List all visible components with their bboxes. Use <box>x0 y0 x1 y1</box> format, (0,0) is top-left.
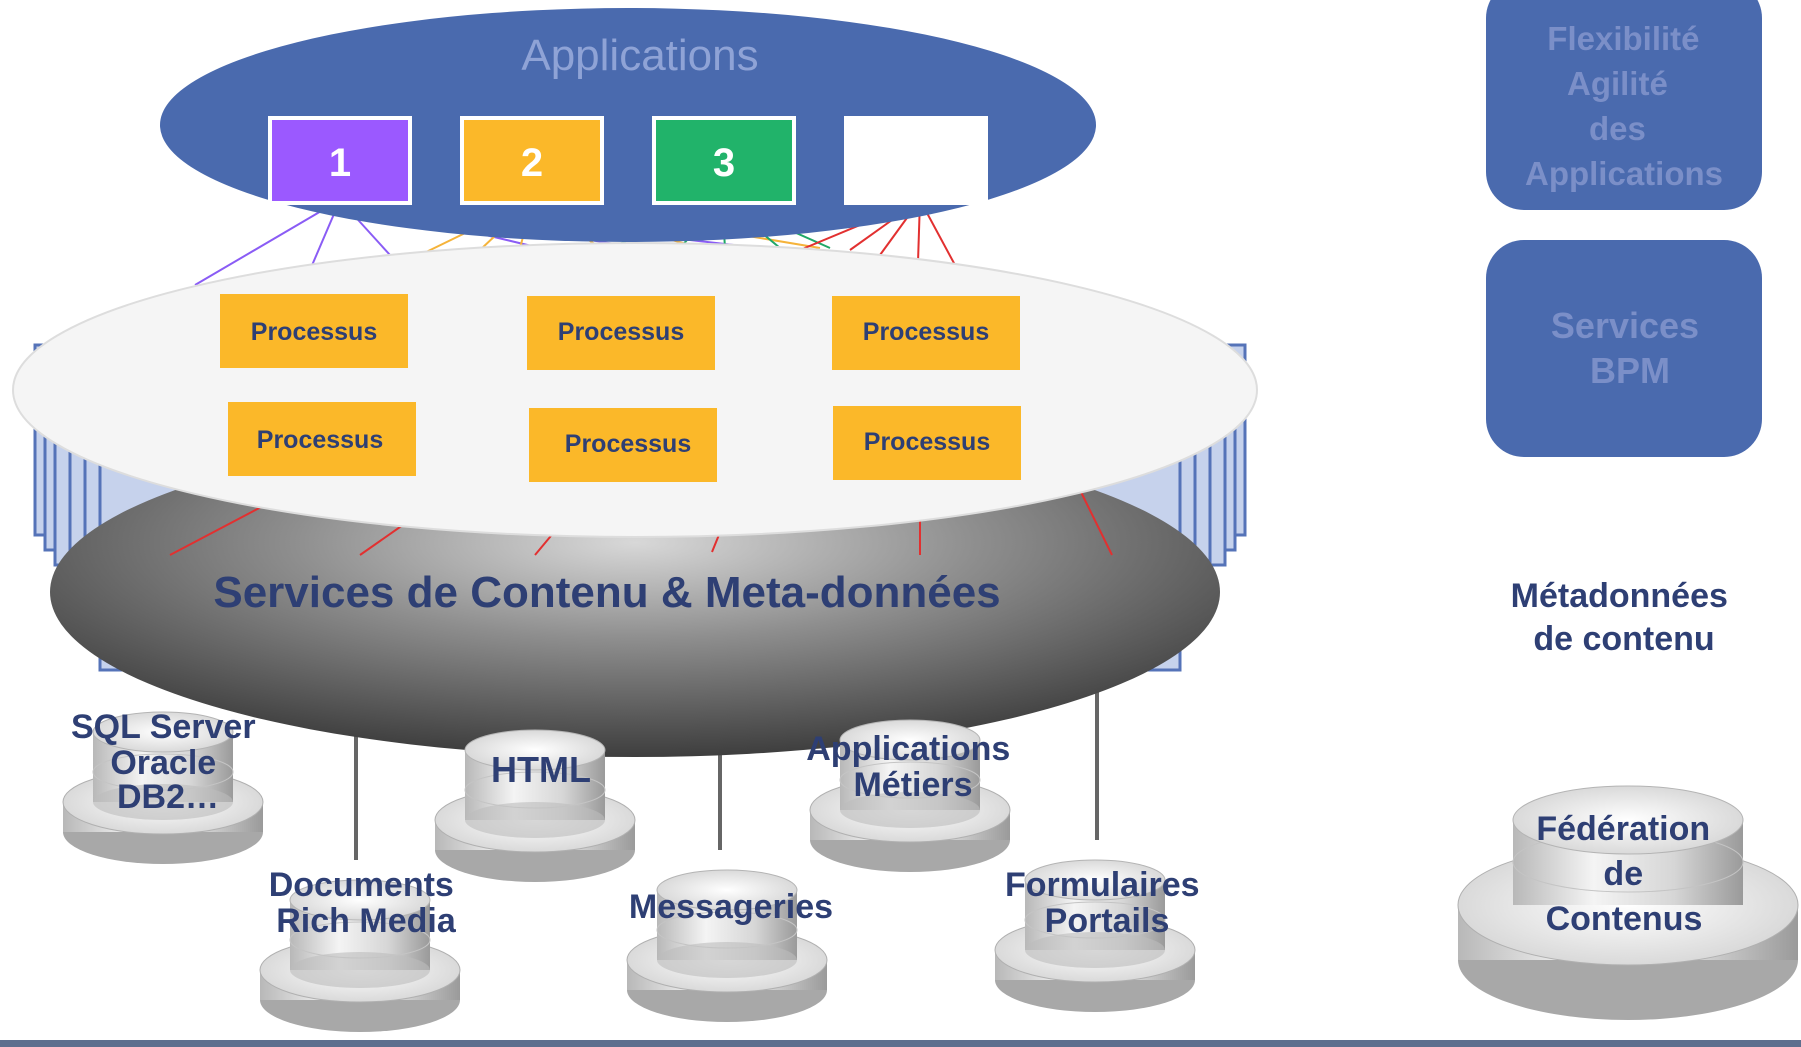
process-label: Processus <box>864 428 990 456</box>
federation-line: Fédération <box>1536 810 1710 848</box>
process-label: Processus <box>863 318 989 346</box>
source-label: Documents <box>269 866 454 904</box>
source-label: SQL Server <box>71 708 256 746</box>
flexibilite-line: Agilité <box>1567 65 1668 102</box>
bottom-strip <box>0 1040 1801 1047</box>
applications-title: Applications <box>521 31 758 80</box>
application-box-label: 2 <box>521 141 543 185</box>
svg-text:Fédération de: Fédération de Contenus <box>1536 810 1719 938</box>
services-bpm-line: BPM <box>1590 350 1670 391</box>
services-bpm-line: Services <box>1551 305 1699 346</box>
application-box-3[interactable]: 3 <box>652 116 796 205</box>
federation-line: Contenus <box>1546 900 1703 938</box>
svg-text:SQL Server Oracle: SQL Server Oracle DB2… <box>71 708 265 816</box>
process-label: Processus <box>558 318 684 346</box>
metadonnees-line: Métadonnées <box>1511 577 1728 615</box>
flexibilite-box: Flexibilité Agilité des Applications <box>1486 0 1762 210</box>
process-label: Processus <box>257 426 383 454</box>
svg-text:Formulaires Portails: Formulaires Portails <box>1005 866 1209 940</box>
metadonnees-label: Métadonnées de contenu <box>1511 577 1738 658</box>
metadonnees-line: de contenu <box>1533 620 1714 658</box>
process-box[interactable]: Processus <box>220 294 408 368</box>
source-sql-databases[interactable]: SQL Server Oracle DB2… <box>62 708 265 865</box>
source-label: Applications <box>806 730 1010 768</box>
process-label: Processus <box>251 318 377 346</box>
application-box-label: 3 <box>713 141 735 185</box>
flexibilite-line: Flexibilité <box>1547 20 1699 57</box>
source-html[interactable]: HTML <box>434 729 636 883</box>
source-messageries[interactable]: Messageries <box>626 869 833 1023</box>
source-label: Portails <box>1045 902 1170 940</box>
source-label: HTML <box>491 749 591 790</box>
process-box[interactable]: Processus <box>529 408 717 482</box>
flexibilite-line: des <box>1589 110 1646 147</box>
source-label: Rich Media <box>276 902 457 940</box>
application-box-label: 1 <box>329 141 351 185</box>
flexibilite-line: Applications <box>1525 155 1723 192</box>
source-formulaires[interactable]: Formulaires Portails <box>994 859 1209 1013</box>
process-box[interactable]: Processus <box>832 296 1020 370</box>
svg-text:Documents Rich Media: Documents Rich Media <box>269 866 464 940</box>
data-sources: SQL Server Oracle DB2… Documents Rich Me… <box>62 708 1209 1033</box>
application-box-2[interactable]: 2 <box>460 116 604 205</box>
right-panel: Flexibilité Agilité des Applications Ser… <box>1457 0 1799 1020</box>
content-services-title: Services de Contenu & Meta-données <box>213 568 1000 617</box>
source-applications-metiers[interactable]: Applications Métiers <box>806 719 1019 873</box>
process-box[interactable]: Processus <box>833 406 1021 480</box>
process-label: Processus <box>565 430 691 458</box>
svg-text:Applications Métiers: Applications Métiers <box>806 730 1019 804</box>
source-label: Métiers <box>853 766 972 804</box>
svg-text:Services BPM: Services BPM <box>1551 305 1709 391</box>
federation-line: de <box>1603 855 1643 893</box>
source-label: Oracle <box>110 744 216 782</box>
application-boxes: 1 2 3 <box>268 116 988 205</box>
federation-cylinder: Fédération de Contenus <box>1457 785 1799 1020</box>
process-box[interactable]: Processus <box>527 296 715 370</box>
process-box[interactable]: Processus <box>228 402 416 476</box>
process-layer-ellipse <box>12 242 1258 538</box>
source-documents[interactable]: Documents Rich Media <box>259 866 464 1033</box>
application-box-1[interactable]: 1 <box>268 116 412 205</box>
application-box-4[interactable] <box>844 116 988 205</box>
services-bpm-box: Services BPM <box>1486 240 1762 457</box>
svg-text:Flexibilité Agilité: Flexibilité Agilité des Applications <box>1525 20 1723 192</box>
source-label: Messageries <box>629 888 833 926</box>
source-label: DB2… <box>117 778 219 816</box>
source-label: Formulaires <box>1005 866 1200 904</box>
process-boxes: Processus Processus Processus Processus … <box>220 294 1021 482</box>
